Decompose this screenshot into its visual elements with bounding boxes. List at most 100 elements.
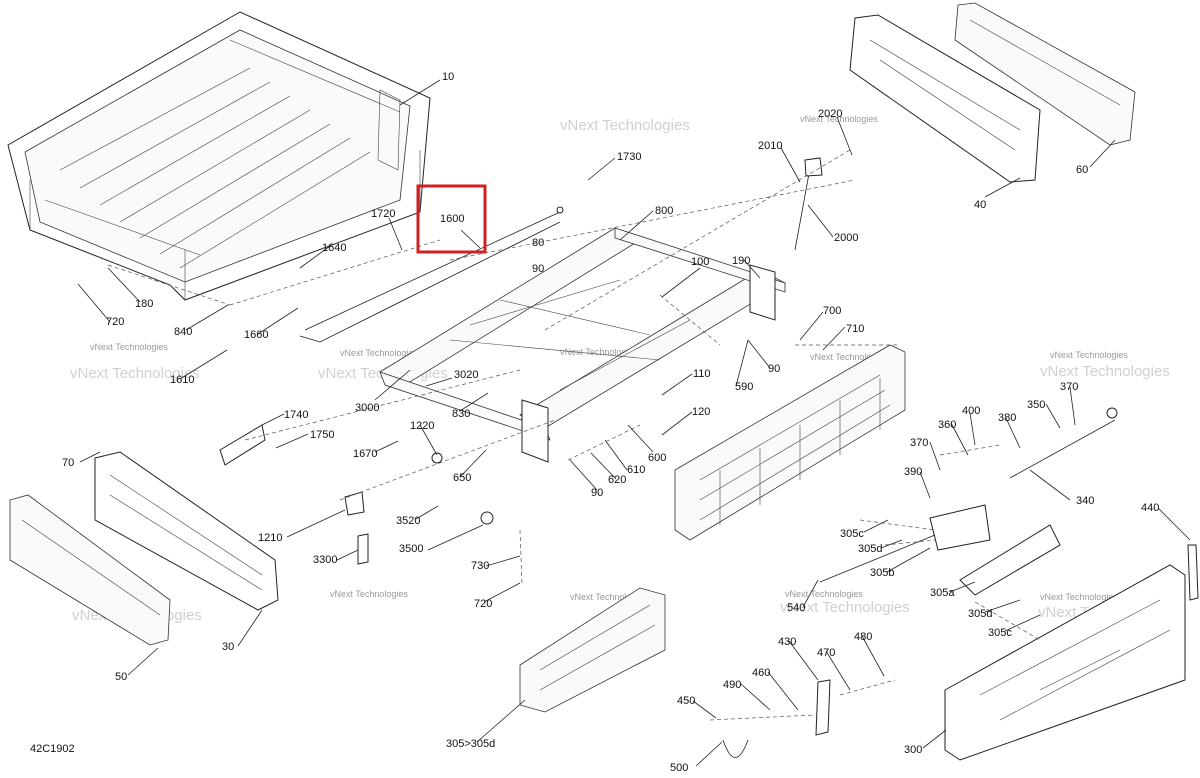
callout-350[interactable]: 350 xyxy=(1027,399,1045,411)
watermark: vNext Technologies xyxy=(330,589,408,599)
tailgate-front xyxy=(944,564,1186,761)
callout-50[interactable]: 50 xyxy=(115,671,127,683)
watermark: vNext Technologies xyxy=(560,117,690,134)
callout-110[interactable]: 110 xyxy=(693,368,711,380)
assembly-lines xyxy=(107,149,1041,721)
callout-720[interactable]: 720 xyxy=(106,316,124,328)
callout-390[interactable]: 390 xyxy=(904,466,922,478)
callout-labels: 10 2020 2010 2000 1730 800 80 90 1720 16… xyxy=(62,71,1159,774)
callout-300[interactable]: 300 xyxy=(904,744,922,756)
callout-480[interactable]: 480 xyxy=(854,631,872,643)
callout-305a[interactable]: 305a xyxy=(930,587,955,599)
callout-1750[interactable]: 1750 xyxy=(310,429,334,441)
callout-90[interactable]: 90 xyxy=(768,363,780,375)
callout-1730[interactable]: 1730 xyxy=(617,151,641,163)
callout-3520[interactable]: 3520 xyxy=(396,515,420,527)
callout-370[interactable]: 370 xyxy=(910,437,928,449)
callout-1740[interactable]: 1740 xyxy=(284,409,308,421)
cargo-frame xyxy=(379,227,786,463)
callout-1600[interactable]: 1600 xyxy=(440,213,464,225)
callout-2000[interactable]: 2000 xyxy=(834,232,858,244)
callout-2020[interactable]: 2020 xyxy=(818,108,842,120)
callout-90[interactable]: 90 xyxy=(532,263,544,275)
callout-1210[interactable]: 1210 xyxy=(258,532,282,544)
callout-305d[interactable]: 305d xyxy=(858,543,882,555)
callout-3020[interactable]: 3020 xyxy=(454,369,478,381)
callout-610[interactable]: 610 xyxy=(627,464,645,476)
callout-360[interactable]: 360 xyxy=(938,419,956,431)
callout-340[interactable]: 340 xyxy=(1076,495,1094,507)
highlight-box-1600 xyxy=(416,184,487,254)
watermark: vNext Technologies xyxy=(570,592,648,602)
callout-500[interactable]: 500 xyxy=(670,762,688,774)
callout-305c[interactable]: 305c xyxy=(988,627,1012,639)
callout-430[interactable]: 430 xyxy=(778,636,796,648)
callout-1720[interactable]: 1720 xyxy=(371,208,395,220)
watermark: vNext Technologies xyxy=(810,352,888,362)
callout-305c[interactable]: 305c xyxy=(840,528,864,540)
callout-400[interactable]: 400 xyxy=(962,405,980,417)
watermark: vNext Technologies xyxy=(90,342,168,352)
callout-70[interactable]: 70 xyxy=(62,457,74,469)
callout-120[interactable]: 120 xyxy=(692,406,710,418)
callout-840[interactable]: 840 xyxy=(174,326,192,338)
watermark: vNext Technologies xyxy=(70,365,200,382)
watermark: vNext Technologies xyxy=(1040,592,1118,602)
callout-720[interactable]: 720 xyxy=(474,598,492,610)
watermark: vNext Technologies xyxy=(785,589,863,599)
callout-540[interactable]: 540 xyxy=(787,602,805,614)
callout-3500[interactable]: 3500 xyxy=(399,543,423,555)
callout-40[interactable]: 40 xyxy=(974,199,986,211)
callout-380[interactable]: 380 xyxy=(998,412,1016,424)
callout-60[interactable]: 60 xyxy=(1076,164,1088,176)
callout-80[interactable]: 80 xyxy=(532,237,544,249)
callout-800[interactable]: 800 xyxy=(655,205,673,217)
callout-370[interactable]: 370 xyxy=(1060,381,1078,393)
callout-440[interactable]: 440 xyxy=(1141,502,1159,514)
callout-1610[interactable]: 1610 xyxy=(170,374,194,386)
side-panel-left xyxy=(9,451,279,646)
callout-1640[interactable]: 1640 xyxy=(322,242,346,254)
callout-490[interactable]: 490 xyxy=(723,679,741,691)
callout-1220[interactable]: 1220 xyxy=(410,420,434,432)
watermark: vNext Technologies xyxy=(560,347,638,357)
watermark: vNext Technologies xyxy=(780,599,910,616)
callout-700[interactable]: 700 xyxy=(823,305,841,317)
tailgate-lower xyxy=(519,587,666,713)
callout-470[interactable]: 470 xyxy=(817,647,835,659)
watermark: vNext Technologies xyxy=(340,348,418,358)
callout-590[interactable]: 590 xyxy=(735,381,753,393)
watermark: vNext Technologies xyxy=(1050,350,1128,360)
callout-3000[interactable]: 3000 xyxy=(355,402,379,414)
callout-305d[interactable]: 305d xyxy=(968,608,992,620)
cargo-box xyxy=(7,11,431,301)
callout-3300[interactable]: 3300 xyxy=(313,554,337,566)
callout-650[interactable]: 650 xyxy=(453,472,471,484)
rod-1600 xyxy=(299,206,564,343)
figure-id: 42C1902 xyxy=(30,743,75,755)
callout-450[interactable]: 450 xyxy=(677,695,695,707)
latch-assembly xyxy=(819,407,1118,596)
callout-600[interactable]: 600 xyxy=(648,452,666,464)
callout-1660[interactable]: 1660 xyxy=(244,329,268,341)
watermark: vNext Technologies xyxy=(800,114,878,124)
callout-460[interactable]: 460 xyxy=(752,667,770,679)
callout-10[interactable]: 10 xyxy=(442,71,454,83)
hardware xyxy=(219,157,1199,758)
callout-90[interactable]: 90 xyxy=(591,487,603,499)
callout-710[interactable]: 710 xyxy=(846,323,864,335)
callout-180[interactable]: 180 xyxy=(135,298,153,310)
callout-730[interactable]: 730 xyxy=(471,560,489,572)
callout-830[interactable]: 830 xyxy=(452,408,470,420)
callout-305-range[interactable]: 305>305d xyxy=(446,738,495,750)
callout-620[interactable]: 620 xyxy=(608,474,626,486)
callout-305b[interactable]: 305b xyxy=(870,567,894,579)
callout-190[interactable]: 190 xyxy=(732,255,750,267)
leader-lines xyxy=(77,79,1191,767)
callout-1670[interactable]: 1670 xyxy=(353,448,377,460)
callout-30[interactable]: 30 xyxy=(222,641,234,653)
side-panel-upper xyxy=(849,2,1136,183)
callout-100[interactable]: 100 xyxy=(691,256,709,268)
callout-2010[interactable]: 2010 xyxy=(758,140,782,152)
